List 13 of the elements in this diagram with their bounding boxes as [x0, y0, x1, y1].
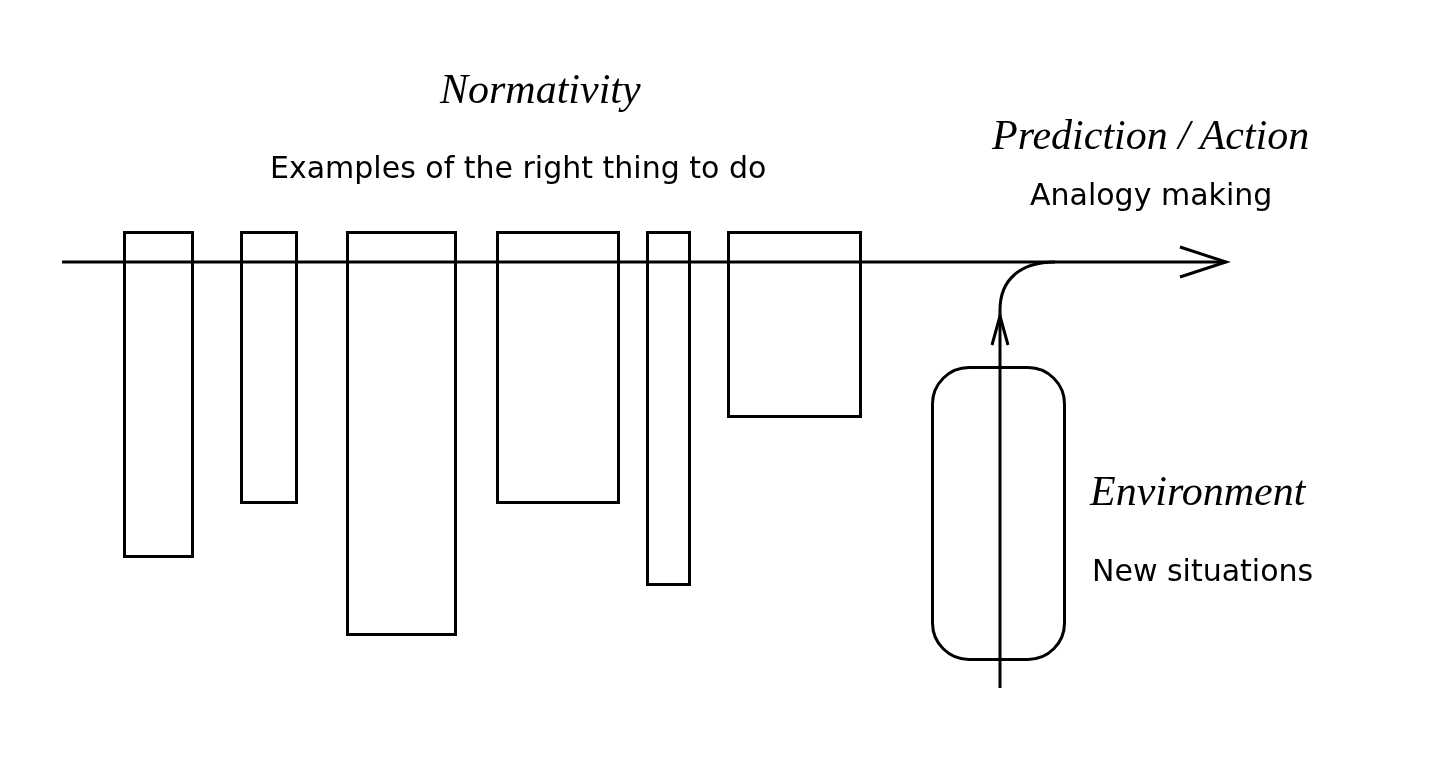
section-heading: Normativity	[440, 68, 641, 110]
rectangle-box	[346, 231, 457, 636]
rectangle-box	[240, 231, 298, 504]
rectangle-box	[727, 231, 862, 418]
section-heading: Prediction / Action	[992, 114, 1310, 156]
rectangle-box	[123, 231, 194, 558]
rectangle-box	[646, 231, 691, 586]
section-heading: Environment	[1090, 470, 1306, 512]
description-text: Examples of the right thing to do	[270, 153, 767, 183]
description-text: New situations	[1092, 556, 1314, 586]
rounded-box	[931, 366, 1066, 661]
description-text: Analogy making	[1030, 180, 1273, 210]
rectangle-box	[496, 231, 620, 504]
